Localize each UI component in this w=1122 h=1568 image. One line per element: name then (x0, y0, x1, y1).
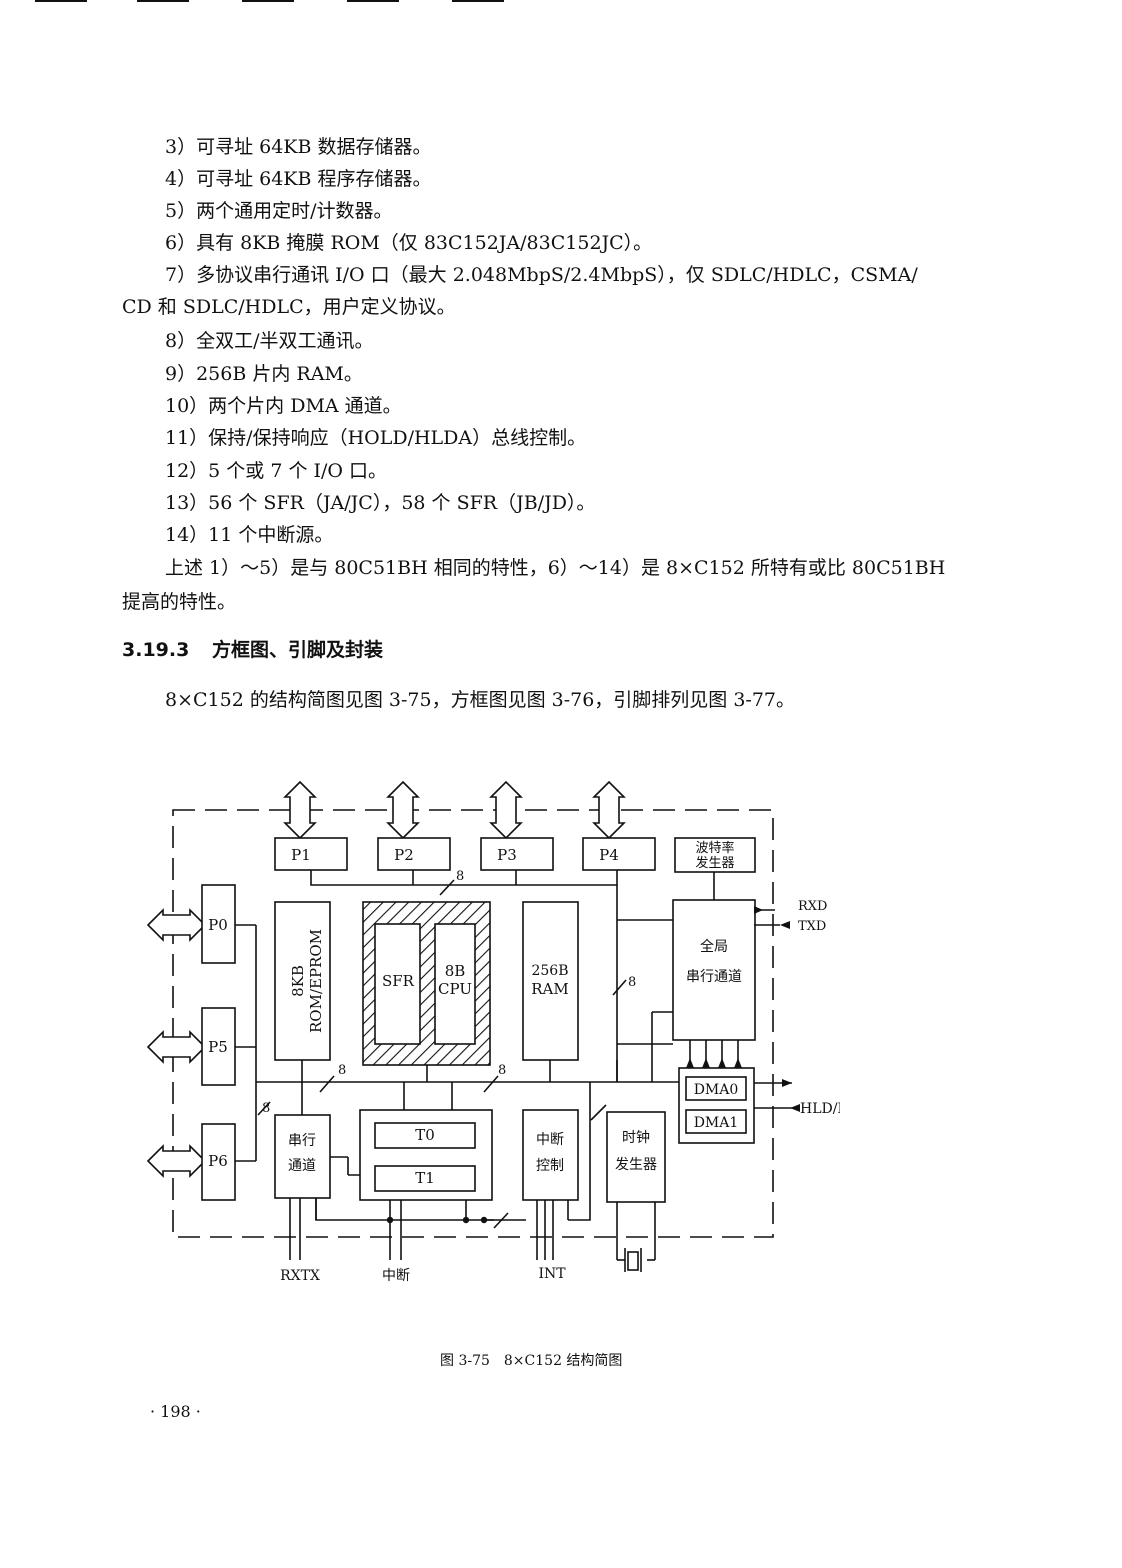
serial-label-2: 通道 (288, 1158, 316, 1174)
clock-label-1: 时钟 (622, 1129, 650, 1146)
top-rule-5 (452, 0, 504, 2)
baud-generator-box (674, 837, 756, 873)
p0-box (201, 884, 236, 964)
top-bus (310, 870, 618, 886)
dma1-label: DMA1 (694, 1115, 739, 1131)
intro-paragraph: 8×C152 的结构简图见图 3-75，方框图见图 3-76，引脚排列见图 3-… (165, 689, 796, 711)
baud-label-2: 发生器 (695, 855, 734, 871)
chip-outline (172, 809, 774, 1238)
top-rule-2 (137, 0, 189, 2)
summary-line-2: 提高的特性。 (122, 591, 237, 613)
serial-channel-box (274, 1114, 331, 1199)
top-rule-1 (35, 0, 87, 2)
section-heading: 3.19.3 方框图、引脚及封装 (122, 638, 383, 662)
cpu-label-2: CPU (438, 980, 472, 998)
serial-label-1: 串行 (288, 1133, 316, 1149)
t0-box (374, 1122, 476, 1149)
feature-item-7-cont: CD 和 SDLC/HDLC，用户定义协议。 (122, 296, 456, 318)
p3-box (480, 837, 554, 871)
p4-box (582, 837, 656, 871)
ram-label-1: 256B (531, 963, 568, 979)
p0-bus-arrow (146, 908, 207, 942)
bus-width-label-cpu: 8 (498, 1063, 506, 1078)
p1-label: P1 (291, 846, 311, 864)
page-number: · 198 · (150, 1402, 201, 1421)
p0-label: P0 (208, 916, 228, 934)
feature-item-11: 11）保持/保持响应（HOLD/HLDA）总线控制。 (165, 427, 587, 449)
baud-label-1: 波特率 (695, 840, 734, 856)
rom-box (274, 901, 331, 1061)
cpu-box (434, 923, 476, 1045)
p3-bus-arrow (489, 780, 523, 840)
rom-label-1: 8KB (289, 965, 307, 997)
dma1-box (685, 1109, 747, 1134)
p4-bus-arrow (592, 780, 626, 840)
gsc-label-1: 全局 (700, 938, 728, 955)
clock-label-2: 发生器 (615, 1157, 657, 1173)
bus-width-label-top: 8 (456, 869, 464, 884)
top-rule-3 (242, 0, 294, 2)
hld-label: HLD/HLDA (800, 1101, 840, 1117)
feature-item-10: 10）两个片内 DMA 通道。 (165, 395, 402, 417)
p2-bus-arrow (386, 780, 420, 840)
interrupt-control-box (522, 1109, 579, 1201)
crystal-icon (627, 1251, 639, 1271)
sfr-box (374, 923, 421, 1045)
bus-width-label-rom: 8 (338, 1063, 346, 1078)
t1-box (374, 1165, 476, 1192)
p5-bus-arrow (146, 1030, 207, 1064)
p4-label: P4 (599, 846, 619, 864)
ram-box (522, 901, 579, 1061)
feature-item-5: 5）两个通用定时/计数器。 (165, 200, 393, 222)
t1-label: T1 (415, 1169, 435, 1187)
feature-item-7: 7）多协议串行通讯 I/O 口（最大 2.048MbpS/2.4MbpS），仅 … (165, 264, 918, 286)
p5-box (201, 1007, 236, 1086)
p1-box (274, 837, 348, 871)
global-serial-channel-box (672, 899, 756, 1041)
p5-label: P5 (208, 1038, 228, 1056)
section-number: 3.19.3 (122, 639, 190, 661)
dma0-label: DMA0 (694, 1082, 739, 1098)
feature-item-6: 6）具有 8KB 掩膜 ROM（仅 83C152JA/83C152JC）。 (165, 232, 653, 254)
sfr-label: SFR (382, 972, 415, 990)
summary-line-1: 上述 1）～5）是与 80C51BH 相同的特性，6）～14）是 8×C152 … (165, 557, 946, 579)
p6-box (201, 1123, 236, 1201)
dma0-box (685, 1076, 747, 1101)
top-rule-4 (347, 0, 399, 2)
cpu-label-1: 8B (445, 962, 466, 980)
feature-item-14: 14）11 个中断源。 (165, 524, 334, 546)
rom-label-2: ROM/EPROM (307, 929, 325, 1033)
feature-item-8: 8）全双工/半双工通讯。 (165, 330, 374, 352)
figure-caption: 图 3-75 8×C152 结构简图 (440, 1353, 623, 1369)
p2-box (377, 837, 451, 871)
txd-label: TXD (798, 919, 826, 934)
t0-label: T0 (415, 1126, 435, 1144)
int-ctrl-label-1: 中断 (536, 1132, 564, 1148)
int-pin-label: INT (538, 1266, 566, 1282)
p6-bus-arrow (146, 1144, 207, 1178)
rxtx-label: RXTX (280, 1268, 320, 1284)
int-ctrl-label-2: 控制 (536, 1158, 564, 1174)
gsc-label-2: 串行通道 (686, 969, 742, 985)
rxd-label: RXD (798, 899, 827, 914)
feature-item-13: 13）56 个 SFR（JA/JC），58 个 SFR（JB/JD）。 (165, 492, 596, 514)
feature-item-9: 9）256B 片内 RAM。 (165, 363, 363, 385)
feature-item-3: 3）可寻址 64KB 数据存储器。 (165, 136, 432, 158)
bus-width-label-left: 8 (262, 1101, 270, 1116)
section-title: 方框图、引脚及封装 (211, 639, 383, 661)
p2-label: P2 (394, 846, 414, 864)
p1-bus-arrow (283, 780, 317, 840)
interrupt-pin-label: 中断 (382, 1268, 410, 1284)
ram-label-2: RAM (531, 980, 569, 998)
clock-generator-box (606, 1111, 666, 1203)
bus-width-label-right: 8 (628, 975, 636, 990)
p6-label: P6 (208, 1152, 228, 1170)
p3-label: P3 (497, 846, 517, 864)
feature-item-12: 12）5 个或 7 个 I/O 口。 (165, 460, 388, 482)
block-diagram: P1 P2 P3 P4 P0 P5 P6 波特率 发生器 RXD TXD 8KB… (146, 780, 840, 1284)
feature-item-4: 4）可寻址 64KB 程序存储器。 (165, 168, 432, 190)
